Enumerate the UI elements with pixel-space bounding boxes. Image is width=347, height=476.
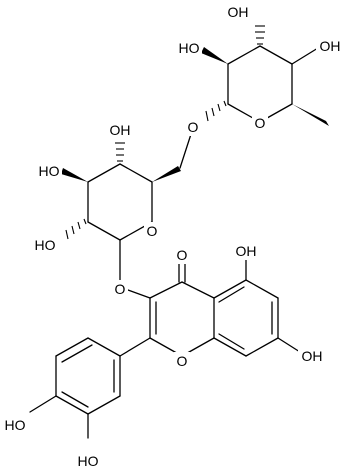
rhamnose-substituent-bonds	[201, 25, 329, 126]
catechol-bonds	[29, 337, 151, 439]
o-glycosidic-label: O	[115, 281, 126, 297]
chromone-bonds	[127, 257, 301, 357]
oh-rhamnose-label: OH	[320, 38, 341, 54]
atom-labels: OH HO OH O O OH HO O HO O O OH O OH HO H…	[2, 1, 344, 469]
rhamnose-ring-bonds	[227, 45, 293, 123]
ho-glucose-left-label: HO	[39, 163, 60, 179]
oh-top-label: OH	[228, 4, 249, 20]
o-glucose-ring-label: O	[147, 223, 158, 239]
oh-c7-label: OH	[302, 348, 323, 364]
ho-rhamnose-label: HO	[179, 40, 200, 56]
ho-glucose-lower-label: HO	[35, 237, 56, 253]
o-chromone-label: O	[177, 353, 188, 369]
glucose-ring-bonds	[87, 163, 153, 241]
o-rhamnose-ring-label: O	[255, 115, 266, 131]
ho-catechol-1-label: HO	[5, 417, 26, 433]
o-carbonyl-label: O	[177, 247, 188, 263]
glucose-substituent-bonds	[61, 130, 193, 283]
o-link-label: O	[188, 119, 199, 135]
oh-glucose-top-label: OH	[110, 122, 131, 138]
ho-catechol-2-label: HO	[78, 453, 99, 469]
oh-c5-label: OH	[236, 243, 257, 259]
